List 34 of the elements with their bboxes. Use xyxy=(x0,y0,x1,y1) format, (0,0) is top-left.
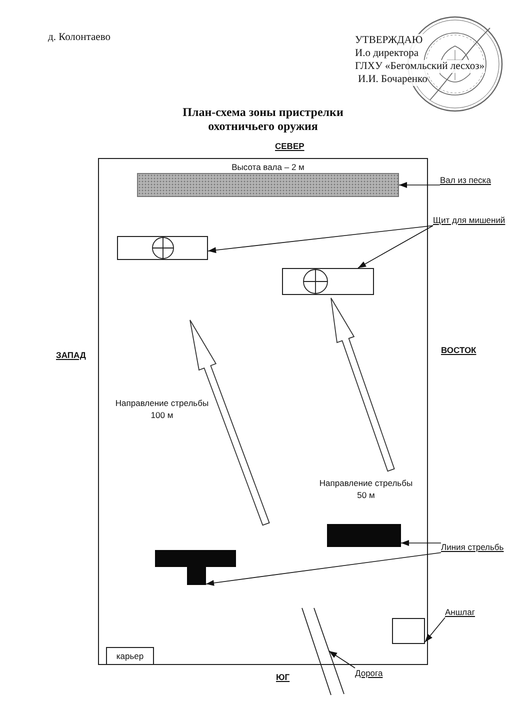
callout-label: Аншлаг xyxy=(445,607,475,618)
compass-label: ВОСТОК xyxy=(441,345,476,356)
leader-line xyxy=(206,552,442,586)
approval-heading: УТВЕРЖДАЮ xyxy=(355,34,423,48)
direction-note: Направление стрельбы 100 м xyxy=(114,397,210,422)
area-label: карьер xyxy=(116,650,144,662)
callout-label: Вал из песка xyxy=(440,175,491,186)
callout-label: Щит для мишений xyxy=(433,215,506,226)
firing-position xyxy=(155,550,236,585)
quarry-area xyxy=(106,647,154,665)
firing-position xyxy=(327,524,401,547)
compass-label: ЗАПАД xyxy=(56,350,86,360)
compass-label: СЕВЕР xyxy=(275,141,304,152)
target-board xyxy=(282,268,374,295)
leader-line xyxy=(358,225,434,268)
road xyxy=(300,606,346,696)
compass-label: ЮГ xyxy=(276,672,290,682)
callout-label: Дорога xyxy=(355,668,383,679)
site-boundary xyxy=(98,158,428,665)
height-caption: Высота вала – 2 м xyxy=(230,162,306,172)
leader-line xyxy=(328,650,356,668)
approval-text: ГЛХУ «Бегомльский лесхоз» xyxy=(355,60,485,74)
leader-line xyxy=(424,617,446,642)
callout-label: Линия стрельбь xyxy=(441,542,504,553)
target-board xyxy=(117,236,208,260)
leader-line xyxy=(398,182,440,188)
document-title: План-схема зоны пристрелки охотничьего оружия xyxy=(182,106,344,134)
leader-line xyxy=(208,225,434,254)
direction-note: Направление стрельбы 50 м xyxy=(318,477,414,502)
village-name: д. Колонтаево xyxy=(48,31,110,44)
approval-text: И.о директора xyxy=(355,47,419,60)
leader-line xyxy=(400,540,442,546)
sign-board xyxy=(392,618,425,644)
signatory-name: И.И. Бочаренко xyxy=(358,73,428,86)
